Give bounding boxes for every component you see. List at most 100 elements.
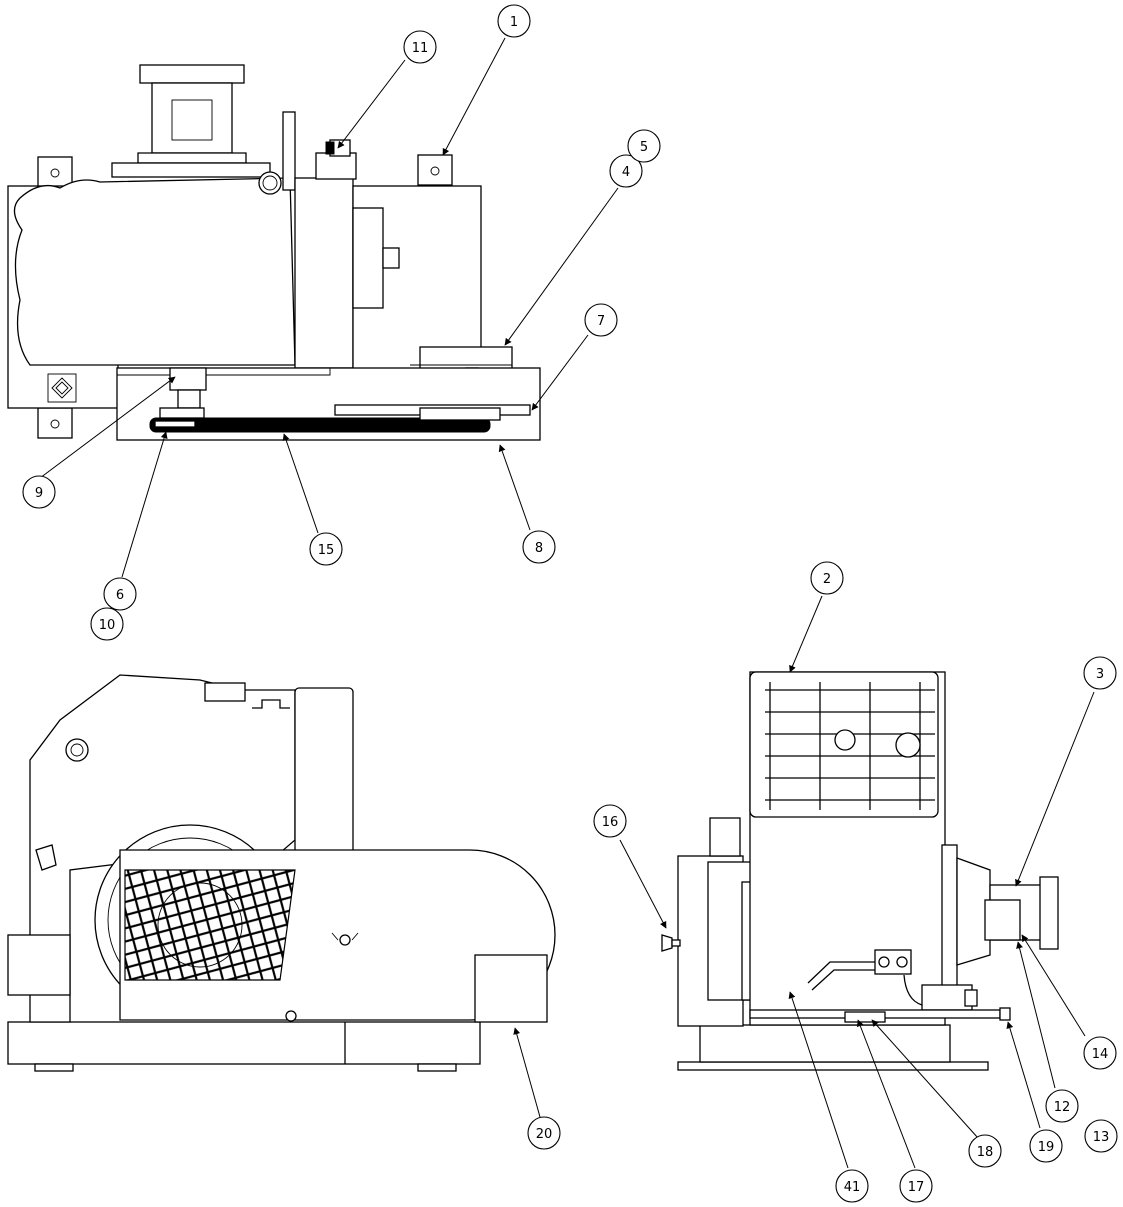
leader-11 bbox=[337, 59, 406, 149]
callout-18: 18 bbox=[968, 1134, 1002, 1168]
pump-cover bbox=[294, 177, 354, 369]
callout-label: 7 bbox=[597, 314, 605, 329]
motor-body bbox=[13, 177, 296, 366]
callout-label: 2 bbox=[823, 572, 831, 587]
leader-6 bbox=[121, 431, 168, 578]
oil-fitting-port bbox=[896, 956, 908, 968]
callout-11: 11 bbox=[403, 30, 437, 64]
lifting-eye bbox=[258, 171, 282, 195]
callout-2: 2 bbox=[810, 561, 844, 595]
leader-17 bbox=[856, 1019, 916, 1169]
oil-hose bbox=[903, 974, 923, 1006]
oil-fitting-port bbox=[878, 956, 890, 968]
inlet-port-inner bbox=[171, 99, 213, 141]
callout-label: 41 bbox=[844, 1180, 861, 1195]
callout-17: 17 bbox=[899, 1169, 933, 1203]
pulley-flange bbox=[159, 407, 205, 419]
mount-hole bbox=[50, 419, 60, 429]
inlet-flange-top bbox=[139, 64, 245, 84]
callout-20: 20 bbox=[527, 1116, 561, 1150]
callout-label: 9 bbox=[35, 486, 43, 501]
callout-circle bbox=[22, 475, 56, 509]
callout-5: 5 bbox=[627, 129, 661, 163]
end-base-frame bbox=[699, 1024, 951, 1063]
motor-end-cap bbox=[7, 934, 71, 996]
callout-label: 15 bbox=[318, 543, 335, 558]
leader-19 bbox=[1006, 1021, 1041, 1129]
callout-12: 12 bbox=[1045, 1089, 1079, 1123]
leader-12 bbox=[1016, 941, 1056, 1089]
drain-rod-end bbox=[999, 1007, 1011, 1021]
valve-nut bbox=[325, 141, 335, 155]
callout-circle bbox=[403, 30, 437, 64]
lifting-eye-inner bbox=[262, 175, 278, 191]
leader-14 bbox=[1021, 934, 1086, 1037]
callout-3: 3 bbox=[1083, 656, 1117, 690]
wing-nut bbox=[339, 934, 351, 946]
callout-circle bbox=[527, 1116, 561, 1150]
callout-7: 7 bbox=[584, 303, 618, 337]
end-view bbox=[661, 671, 1059, 1071]
callout-label: 10 bbox=[99, 618, 116, 633]
callout-14: 14 bbox=[1083, 1036, 1117, 1070]
callout-circle bbox=[810, 561, 844, 595]
callout-label: 20 bbox=[536, 1127, 553, 1142]
end-wing-nut bbox=[661, 934, 673, 952]
guard-mesh bbox=[124, 869, 296, 981]
oil-valve-cap bbox=[964, 989, 978, 1007]
motor-top-rib bbox=[111, 162, 271, 178]
leader-4 bbox=[504, 187, 619, 346]
pump-side-plate bbox=[941, 844, 958, 1006]
callout-label: 4 bbox=[622, 165, 630, 180]
callout-19: 19 bbox=[1029, 1129, 1063, 1163]
motor-pulley-hub bbox=[169, 367, 207, 391]
callout-label: 14 bbox=[1092, 1047, 1109, 1062]
callout-8: 8 bbox=[522, 530, 556, 564]
callout-circle bbox=[103, 577, 137, 611]
shaft-end bbox=[382, 247, 400, 269]
drive-belt bbox=[149, 417, 491, 433]
callout-circle bbox=[497, 4, 531, 38]
callout-circle bbox=[968, 1134, 1002, 1168]
callout-label: 6 bbox=[116, 588, 124, 603]
grille-port bbox=[895, 732, 921, 758]
callout-circle bbox=[593, 804, 627, 838]
top-bracket bbox=[204, 682, 246, 702]
leader-18 bbox=[871, 1019, 979, 1139]
callout-10: 10 bbox=[90, 607, 124, 641]
mount-tab-right bbox=[417, 154, 453, 186]
callout-13: 13 bbox=[1084, 1119, 1118, 1153]
side-port-inner bbox=[70, 743, 84, 757]
gauge-rod bbox=[282, 111, 296, 191]
leader-lines bbox=[39, 37, 1095, 1169]
oil-tube-outer bbox=[811, 969, 890, 991]
inlet-port bbox=[151, 82, 233, 154]
side-motor-cap bbox=[294, 687, 354, 871]
callout-16: 16 bbox=[593, 804, 627, 838]
callout-label: 17 bbox=[908, 1180, 925, 1195]
callout-41: 41 bbox=[835, 1169, 869, 1203]
guard-bolt bbox=[285, 1010, 297, 1022]
side-port bbox=[65, 738, 89, 762]
pump-pulley bbox=[419, 407, 501, 421]
callout-circle bbox=[1045, 1089, 1079, 1123]
mount-hole bbox=[430, 166, 440, 176]
valve-body bbox=[315, 152, 357, 180]
callout-6: 6 bbox=[103, 577, 137, 611]
top-handle bbox=[252, 699, 290, 709]
leader-16 bbox=[619, 839, 667, 929]
end-base-plate bbox=[677, 1061, 989, 1071]
callout-label: 11 bbox=[412, 41, 429, 56]
foot bbox=[417, 1063, 457, 1072]
base-lip bbox=[117, 367, 331, 376]
callout-9: 9 bbox=[22, 475, 56, 509]
center-hole bbox=[834, 729, 856, 751]
belt-pulley-window bbox=[154, 420, 196, 428]
callout-circle bbox=[627, 129, 661, 163]
leader-3 bbox=[1015, 691, 1095, 887]
callout-label: 18 bbox=[977, 1145, 994, 1160]
inlet-base bbox=[137, 152, 247, 164]
mount-hole bbox=[50, 168, 60, 178]
callout-circle bbox=[1084, 1119, 1118, 1153]
